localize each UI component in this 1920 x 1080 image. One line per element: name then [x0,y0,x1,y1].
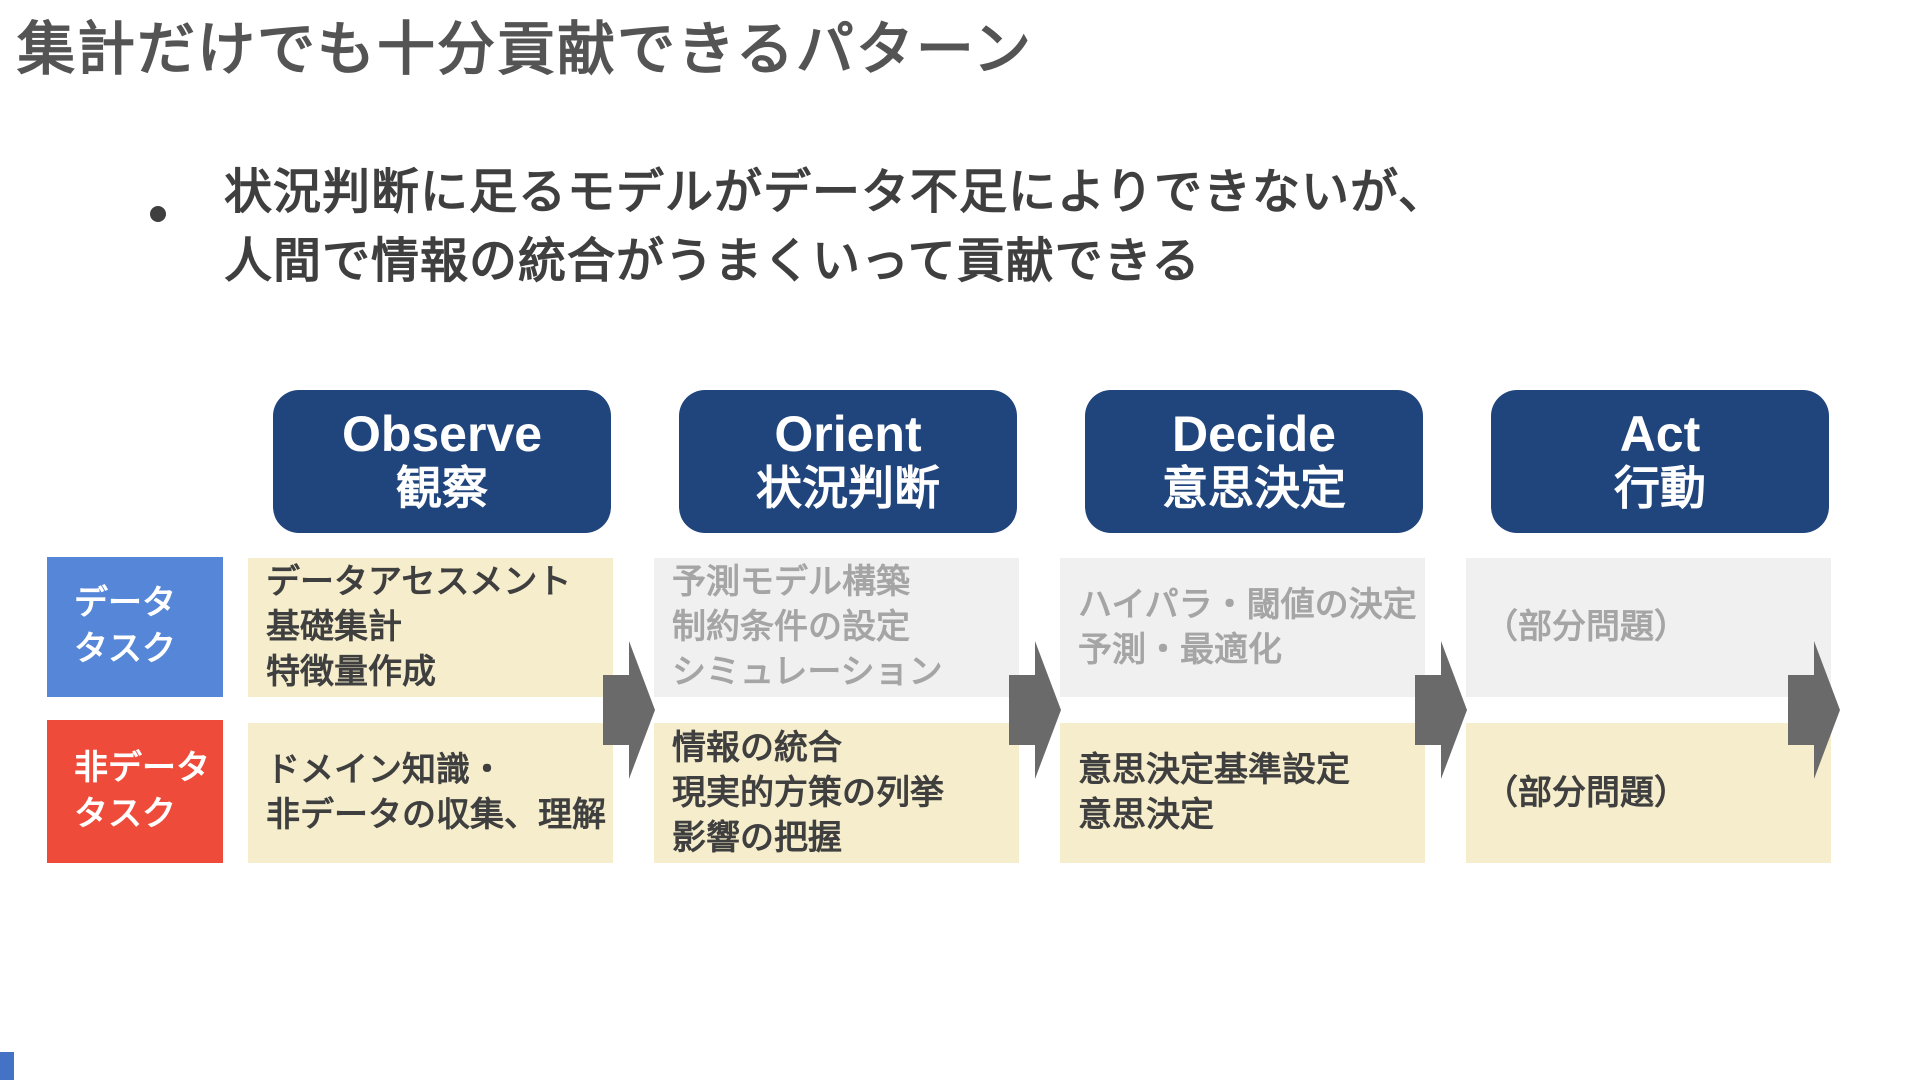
cell-line: （部分問題） [1484,608,1688,646]
cell-nondata-observe: ドメイン知識・ 非データの収集、理解 [248,723,613,863]
cell-line: 非データの収集、理解 [266,796,606,834]
row-label-non-data-line-2: タスク [74,794,176,833]
row-label-data-line-1: データ [74,584,176,623]
header-observe: Observe 観察 [273,390,611,533]
row-label-non-data-tasks: 非データ タスク [47,720,223,863]
bullet-line-2: 人間で情報の統合がうまくいって貢献できる [224,235,1201,289]
cell-line: （部分問題） [1484,773,1688,812]
cell-line: データアセスメント [266,563,572,601]
right-arrow-icon [1788,641,1840,779]
header-act-en: Act [1619,406,1701,463]
bullet-icon [150,206,166,222]
header-observe-ja: 観察 [396,462,488,515]
cell-line: ドメイン知識・ [266,751,504,789]
cell-data-decide: ハイパラ・閾値の決定 予測・最適化 [1060,558,1425,697]
cell-line: 現実的方策の列挙 [672,773,944,812]
cell-nondata-orient: 情報の統合 現実的方策の列挙 影響の把握 [654,723,1019,863]
row-label-data-line-2: タスク [74,630,176,668]
row-label-non-data-line-1: 非データ [74,748,210,787]
cell-line: 意思決定基準設定 [1078,751,1350,789]
bullet-text: 状況判断に足るモデルがデータ不足によりできないが、 人間で情報の統合がうまくいっ… [224,158,1447,296]
cell-nondata-act: （部分問題） [1466,723,1831,863]
cell-data-observe: データアセスメント 基礎集計 特徴量作成 [248,558,613,697]
header-orient-ja: 状況判断 [756,462,940,515]
header-orient: Orient 状況判断 [679,390,1017,533]
right-arrow-icon [1415,641,1467,779]
cell-line: 予測モデル構築 [672,563,910,601]
cell-line: ハイパラ・閾値の決定 [1078,585,1417,624]
header-observe-en: Observe [341,406,543,463]
slide-title: 集計だけでも十分貢献できるパターン [17,17,1033,82]
cell-line: 制約条件の設定 [672,608,910,646]
cell-line: 予測・最適化 [1078,630,1282,669]
row-label-data-tasks: データ タスク [47,557,223,697]
right-arrow-icon [1009,641,1061,779]
cell-line: 基礎集計 [266,608,402,646]
cell-data-act: （部分問題） [1466,558,1831,697]
cell-line: 情報の統合 [672,728,842,767]
cell-line: 意思決定 [1078,796,1214,834]
corner-decoration [0,1052,14,1080]
header-orient-en: Orient [774,406,922,463]
cell-line: シミュレーション [672,653,943,691]
cell-line: 特徴量作成 [266,653,436,691]
header-decide-en: Decide [1172,406,1336,463]
header-decide-ja: 意思決定 [1162,462,1346,515]
cell-nondata-decide: 意思決定基準設定 意思決定 [1060,723,1425,863]
header-act: Act 行動 [1491,390,1829,533]
header-act-ja: 行動 [1614,462,1706,515]
cell-data-orient: 予測モデル構築 制約条件の設定 シミュレーション [654,558,1019,697]
header-decide: Decide 意思決定 [1085,390,1423,533]
right-arrow-icon [603,641,655,779]
cell-line: 影響の把握 [672,818,842,857]
bullet-line-1: 状況判断に足るモデルがデータ不足によりできないが、 [224,166,1448,219]
